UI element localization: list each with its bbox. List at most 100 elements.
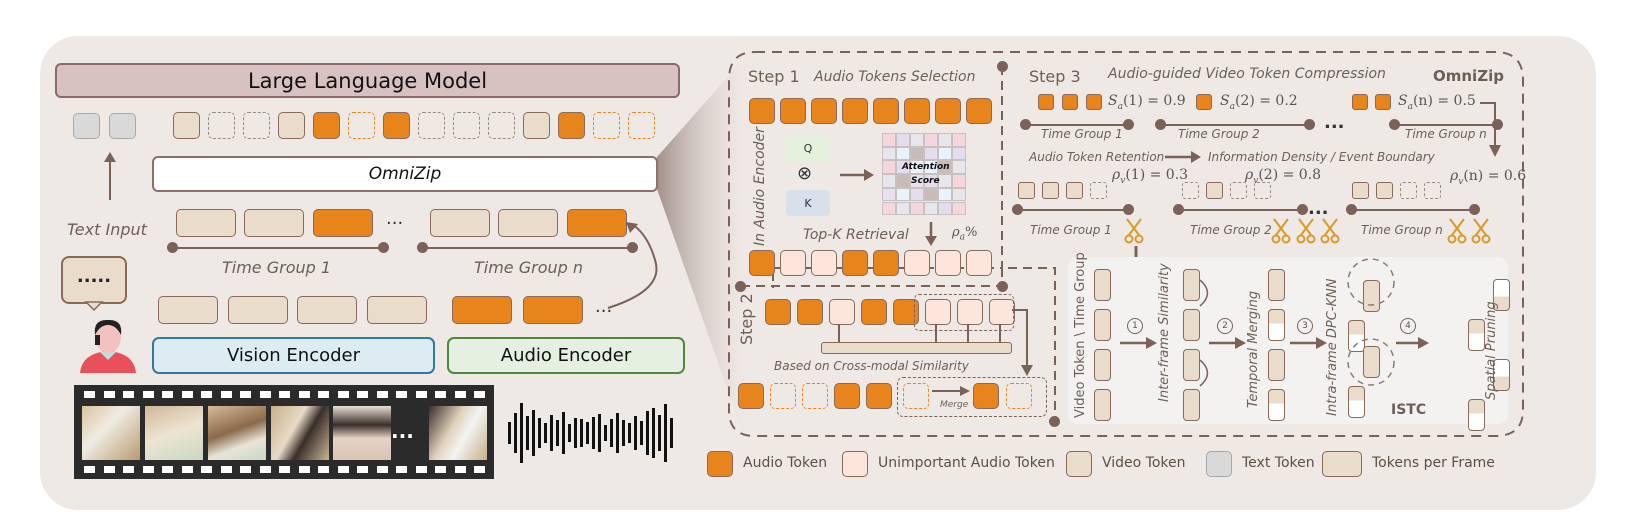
film-perforation	[357, 466, 368, 473]
frame-token	[1268, 349, 1285, 381]
frame-token	[1268, 309, 1285, 341]
legend-swatch	[1322, 451, 1362, 477]
timeline-dot	[1173, 204, 1184, 215]
frame-token	[1183, 309, 1200, 341]
topk-label: Top-K Retrieval	[803, 227, 909, 243]
attention-cell	[910, 160, 924, 175]
video-token	[523, 112, 550, 139]
timeline-dot	[167, 242, 178, 253]
vision-encoder-label: Vision Encoder	[226, 345, 361, 366]
istc-step-2-number: 2	[1217, 318, 1233, 334]
pruned-video-token	[1400, 182, 1417, 199]
attention-cell	[910, 201, 924, 216]
film-perforation	[415, 391, 427, 398]
waveform-bar	[574, 418, 577, 448]
pruned-audio-token	[593, 112, 620, 139]
audio-token	[797, 299, 823, 325]
audio-token	[738, 383, 764, 409]
audio-encoder-output-token	[523, 296, 583, 324]
attention-cell	[910, 187, 924, 202]
merge-label: Merge	[940, 400, 969, 410]
istc-step-arrows	[1120, 337, 1429, 349]
film-perforation	[220, 466, 232, 473]
zoom-wedge	[657, 55, 747, 445]
film-perforation	[220, 391, 232, 398]
frame-token	[1268, 389, 1285, 421]
film-perforation	[435, 391, 446, 398]
timeline-dot	[1123, 119, 1134, 130]
attention-cell	[896, 160, 910, 175]
film-perforation	[240, 466, 251, 473]
attention-cell	[938, 160, 952, 175]
pruned-video-token	[1182, 182, 1199, 199]
video-ratio-group-1: ρv(1) = 0.3	[1112, 167, 1189, 186]
film-perforation	[201, 391, 212, 398]
waveform-bar	[562, 412, 565, 454]
film-perforation	[279, 391, 290, 398]
film-perforation	[123, 466, 134, 473]
waveform-bar	[652, 408, 655, 458]
scissors-icon	[1471, 218, 1491, 244]
film-perforation	[474, 391, 485, 398]
waveform-bar	[634, 416, 637, 450]
merged-audio-token	[1006, 383, 1032, 409]
unimportant-audio-token	[989, 299, 1015, 325]
timeline-dot	[627, 242, 638, 253]
video-ratio-value: (n) = 0.6	[1463, 168, 1527, 184]
video-token	[173, 112, 200, 139]
frame-token	[1183, 389, 1200, 421]
similarity-link	[1199, 359, 1209, 387]
timeline-group-n	[1394, 124, 1498, 126]
time-group-2-label: Time Group 2	[1190, 223, 1272, 237]
attention-cell	[924, 201, 938, 216]
time-group-1-label: Time Group 1	[222, 258, 332, 277]
timeline-dot	[1155, 119, 1166, 130]
istc-panel	[1068, 257, 1508, 424]
film-perforation	[201, 466, 212, 473]
timeline-dot	[1304, 119, 1315, 130]
audio-encoder-output-token	[452, 296, 512, 324]
film-perforation	[357, 391, 368, 398]
video-frame-thumbnail	[82, 406, 140, 460]
divider-dot	[997, 281, 1008, 292]
scissors-icon	[1124, 218, 1144, 244]
audio-token	[383, 112, 410, 139]
timeline-dot	[1020, 119, 1031, 130]
merge-arrow-icon	[932, 386, 970, 396]
attention-cell	[882, 201, 896, 216]
audio-score-value: (1) = 0.9	[1122, 93, 1186, 109]
legend-swatch	[1066, 451, 1092, 477]
audio-token	[567, 209, 627, 237]
film-perforation	[162, 466, 173, 473]
attention-cell	[882, 187, 896, 202]
video-token	[1376, 182, 1393, 199]
score-label: Score	[911, 176, 940, 186]
attention-cell	[938, 201, 952, 216]
audio-score-group-n: Sa(n) = 0.5	[1398, 93, 1476, 112]
frame-token	[1348, 320, 1365, 352]
query-block: Q	[786, 135, 830, 161]
video-token	[244, 209, 304, 237]
audio-score-value: (2) = 0.2	[1234, 93, 1298, 109]
step1-subtitle: Audio Tokens Selection	[814, 69, 976, 85]
film-perforation	[259, 391, 271, 398]
otimes-icon: ⊗	[797, 163, 813, 184]
arrow-right-icon	[1165, 151, 1201, 163]
time-group-n-label: Time Group n	[1405, 127, 1487, 141]
ellipsis: ...	[386, 208, 404, 229]
user-avatar-icon	[80, 319, 136, 373]
pruned-video-token	[1230, 182, 1247, 199]
attention-cell	[952, 187, 966, 202]
time-group-n-label: Time Group n	[474, 258, 584, 277]
waveform-bar	[568, 424, 571, 442]
film-perforation	[240, 391, 251, 398]
film-perforation	[279, 466, 290, 473]
attention-cell	[896, 146, 910, 161]
attention-cell	[938, 146, 952, 161]
audio-score-value: (n) = 0.5	[1412, 93, 1476, 109]
timeline-group-1	[172, 247, 384, 249]
attention-cell	[938, 133, 952, 147]
film-perforation	[318, 466, 329, 473]
waveform-bar	[532, 410, 535, 456]
percent-symbol: %	[965, 225, 978, 240]
